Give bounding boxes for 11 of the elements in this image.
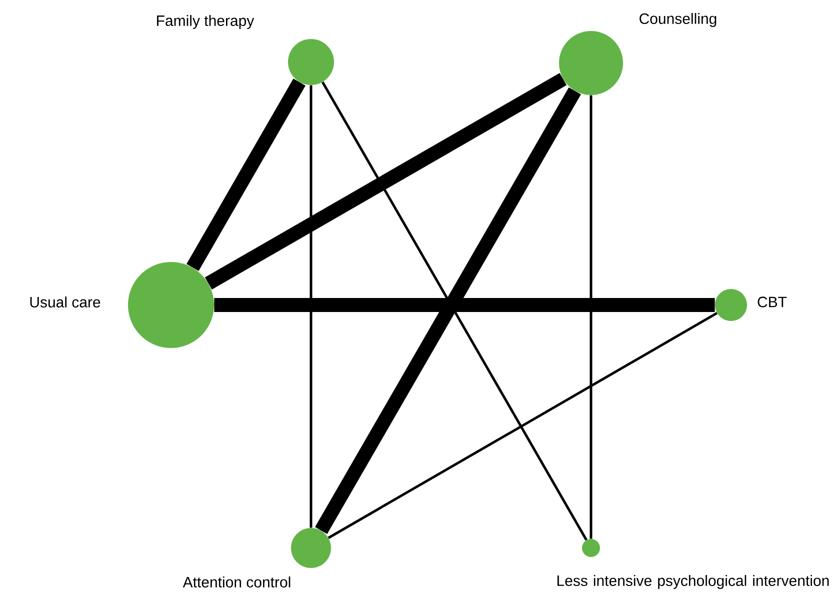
network-link (310, 85, 312, 528)
node-label: CBT (758, 296, 787, 308)
network-link (590, 95, 592, 539)
network-link (214, 298, 715, 312)
node-label: Family therapy (157, 15, 254, 29)
node-label: Less intensive psychological intervention (557, 575, 829, 589)
node-label: Attention control (182, 576, 290, 588)
network-link (186, 78, 306, 272)
network-link (328, 312, 718, 539)
node-label: Usual care (30, 296, 100, 308)
node-label: Counselling (640, 13, 716, 27)
